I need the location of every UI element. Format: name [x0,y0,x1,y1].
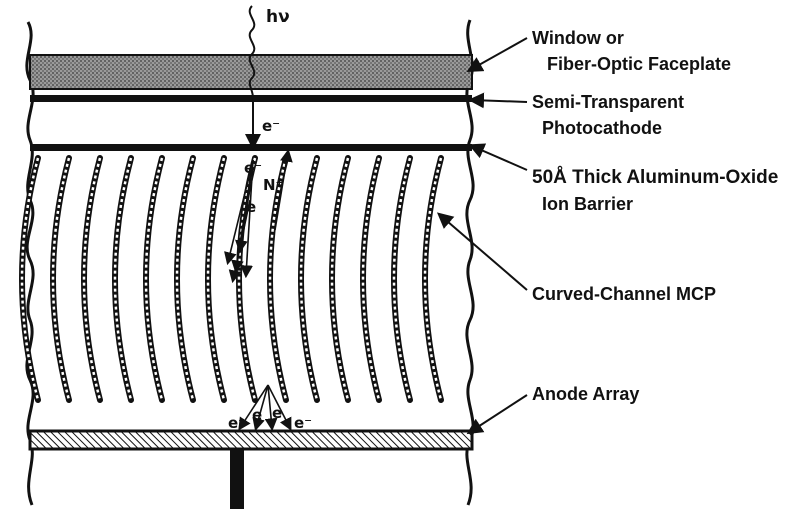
window-label-line1: Window or [532,28,624,48]
mcp-channels [19,155,444,403]
mcp-channel-wall-hatch [20,157,40,401]
anode-leader-line [466,394,528,435]
photon-symbol: hν [266,7,290,27]
photocathode-label-line1: Semi-Transparent [532,92,685,112]
mcp-channel-wall-hatch [392,157,412,401]
mcp-channel-wall-hatch [175,157,195,401]
mcp-channel-wall-hatch [82,157,102,401]
electron-cascade-top [224,148,293,284]
barrier-label-line1: 50Å Thick Aluminum-Oxide [532,167,779,188]
photon-path [248,5,256,101]
faceplate-layer [29,54,473,90]
window-label-line2: Fiber-Optic Faceplate [547,54,732,74]
photocathode-leader-line [468,92,528,109]
photocathode-label-line2: Photocathode [542,118,662,138]
window-leader-line [466,37,528,72]
mcp-label: Curved-Channel MCP [532,284,717,304]
mcp-channel-wall-hatch [144,157,164,401]
anode-readout-pin [230,449,244,509]
mcp-channel-wall-hatch [330,157,350,401]
mcp-channel-wall-hatch [51,157,71,401]
electron-symbol-7: e⁻ [294,414,312,432]
ion-symbol: N⁺ [263,176,283,194]
electron-symbol-2: e⁻ [244,159,262,177]
electron-symbol-6: e [272,404,282,422]
anode-array-layer [28,429,474,451]
anode-label: Anode Array [532,384,640,404]
electron-cascade-bottom [238,384,292,432]
mcp-channel-wall-hatch [206,157,226,401]
photocathode-layer [30,95,472,102]
electron-symbol-3: e [246,198,256,216]
mcp-channel-wall-hatch [268,157,288,401]
electron-symbol-5: e [252,406,262,424]
mcp-channel-wall-hatch [361,157,381,401]
barrier-leader-line [468,143,528,171]
barrier-label-line2: Ion Barrier [542,194,634,214]
mcp-channel-wall-hatch [113,157,133,401]
mcp-channel-wall-hatch [299,157,319,401]
ion-barrier-layer [30,144,472,151]
mcp-channel-wall-hatch [423,157,443,401]
mcp-leader-line [436,212,528,291]
electron-symbol-1: e⁻ [262,117,280,135]
electron-symbol-4: e⁻ [228,414,246,432]
